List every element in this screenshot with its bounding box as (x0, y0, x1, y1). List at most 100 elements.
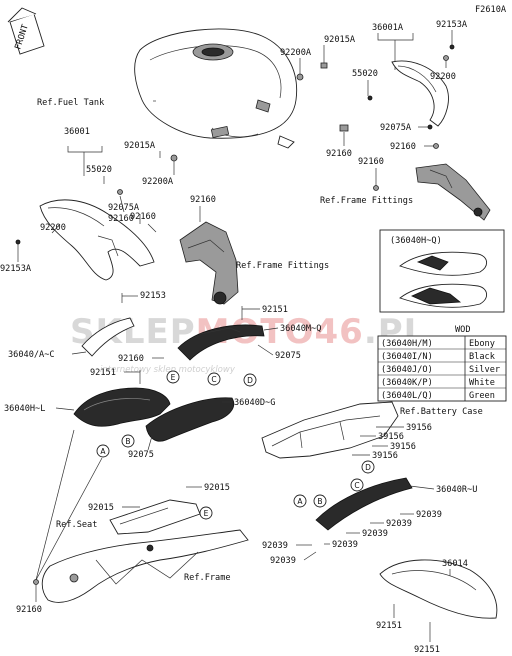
label-92200A-top: 92200A (280, 48, 312, 58)
label-92160-top3: 92160 (358, 157, 384, 167)
label-36040DG: 36040D~G (234, 398, 275, 408)
ref-seat: Ref.Seat (56, 520, 97, 530)
color-row-0-code: (36040H/M) (381, 339, 433, 349)
guard-36014 (379, 559, 498, 619)
side-cover-36040HL (73, 387, 171, 427)
cowl-36001A (391, 60, 449, 127)
label-36040RU: 36040R~U (436, 485, 477, 495)
callout-D-top: D (243, 373, 257, 387)
callout-E-top: E (166, 370, 180, 384)
color-row-4-code: (36040L/Q) (381, 391, 433, 401)
color-row-2-code: (36040J/O) (381, 365, 433, 375)
frame-fittings-left (179, 221, 239, 305)
label-92160-left2: 92160 (108, 214, 134, 224)
callout-C-top: C (207, 372, 221, 386)
svg-text:E: E (204, 509, 209, 518)
label-39156-1: 39156 (406, 423, 432, 433)
svg-text:A: A (297, 497, 303, 506)
watermark-sub: internetowy sklep motocyklowy (100, 365, 236, 375)
color-row-0-color: Ebony (469, 339, 495, 349)
callout-C-right: C (350, 478, 364, 492)
label-92153: 92153 (140, 291, 166, 301)
label-55020-left: 55020 (86, 165, 112, 175)
label-55020-top: 55020 (352, 69, 378, 79)
label-92160-top1: 92160 (390, 142, 416, 152)
svg-text:C: C (211, 375, 216, 384)
svg-text:A: A (100, 447, 106, 456)
cowl-36001 (39, 199, 155, 281)
label-36014: 36014 (442, 559, 468, 569)
label-92200-left: 92200 (40, 223, 66, 233)
label-92160-bottom: 92160 (16, 605, 42, 615)
label-92160-mid: 92160 (118, 354, 144, 364)
label-92151-d: 92151 (414, 645, 440, 655)
svg-text:B: B (125, 437, 130, 446)
svg-text:E: E (171, 373, 176, 382)
color-table: WOD (36040H/M) Ebony (36040I/N) Black (3… (377, 325, 507, 402)
ref-frame: Ref.Frame (184, 573, 231, 583)
inset-label: (36040H~Q) (390, 236, 442, 246)
ref-fuel-tank: Ref.Fuel Tank (37, 98, 105, 108)
label-92200-top: 92200 (430, 72, 456, 82)
label-92160-left1: 92160 (130, 212, 156, 222)
label-92075-low: 92075 (128, 450, 154, 460)
cover-36040MQ (177, 324, 265, 361)
color-row-3-color: White (469, 378, 495, 388)
color-row-1-code: (36040I/N) (381, 352, 433, 362)
label-36040AC: 36040/A~C (8, 350, 55, 360)
label-92015A-top: 92015A (324, 35, 356, 45)
label-36001A: 36001A (372, 23, 404, 33)
tail-cover-36040RU (315, 477, 413, 531)
label-92151-b: 92151 (90, 368, 116, 378)
battery-case (261, 401, 399, 459)
label-92015A-left: 92015A (124, 141, 156, 151)
label-92015-b: 92015 (204, 483, 230, 493)
label-36040MQ: 36040M~Q (280, 324, 321, 334)
callout-A-right: A (293, 494, 307, 508)
color-row-2-color: Silver (469, 365, 500, 375)
label-39156-4: 39156 (372, 451, 398, 461)
cover-36040DG (145, 397, 235, 442)
ref-frame-fittings-left: Ref.Frame Fittings (236, 261, 329, 271)
color-row-4-color: Green (469, 391, 495, 401)
frame-fittings-right (415, 163, 491, 221)
frame (41, 529, 249, 603)
front-arrow: FRONT (7, 7, 45, 55)
label-92075A-left: 92075A (108, 203, 140, 213)
label-36040HL: 36040H~L (4, 404, 45, 414)
label-39156-2: 39156 (378, 432, 404, 442)
label-39156-3: 39156 (390, 442, 416, 452)
color-table-header: WOD (455, 325, 471, 335)
callout-B-left: B (121, 434, 135, 448)
ref-frame-fittings-right: Ref.Frame Fittings (320, 196, 413, 206)
label-92039-1: 92039 (416, 510, 442, 520)
cover-36040AC (81, 317, 135, 357)
label-92160-left3: 92160 (190, 195, 216, 205)
label-92039-4: 92039 (332, 540, 358, 550)
label-36001: 36001 (64, 127, 90, 137)
label-92153A-left: 92153A (0, 264, 32, 274)
watermark-c: 46 (315, 312, 364, 352)
label-92039-3: 92039 (362, 529, 388, 539)
svg-text:C: C (354, 481, 359, 490)
callout-B-right: B (313, 494, 327, 508)
svg-text:D: D (247, 376, 253, 385)
label-92075A-top: 92075A (380, 123, 412, 133)
inset-box: (36040H~Q) (379, 229, 505, 313)
figure-code: F2610A (475, 5, 507, 15)
ref-battery-case: Ref.Battery Case (400, 407, 483, 417)
label-92151-a: 92151 (262, 305, 288, 315)
label-92039-6: 92039 (270, 556, 296, 566)
color-row-1-color: Black (469, 352, 496, 362)
fuel-tank (134, 28, 298, 149)
svg-text:B: B (317, 497, 322, 506)
svg-text:D: D (365, 463, 371, 472)
callout-A-left: A (96, 444, 110, 458)
label-92153A-top: 92153A (436, 20, 468, 30)
label-92015-a: 92015 (88, 503, 114, 513)
label-92075-mid: 92075 (275, 351, 301, 361)
label-92151-c: 92151 (376, 621, 402, 631)
callout-E-bottom: E (199, 506, 213, 520)
